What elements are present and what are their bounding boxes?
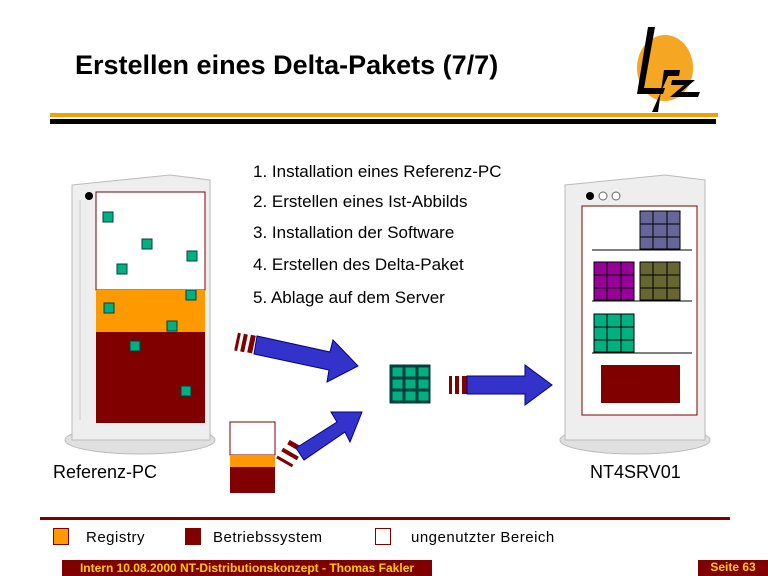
server-icon — [559, 174, 711, 455]
footer-text: Intern 10.08.2000 NT-Distributionskonzep… — [62, 560, 432, 576]
legend-registry: Registry — [86, 529, 146, 546]
delta-package-icon — [389, 364, 431, 404]
reference-pc-icon — [64, 174, 216, 455]
page-number: Seite 63 — [698, 560, 768, 576]
reference-pc-label: Referenz-PC — [53, 462, 158, 482]
step-3: 3. Installation der Software — [253, 223, 455, 242]
legend-unused: ungenutzter Bereich — [411, 529, 555, 546]
server-label: NT4SRV01 — [590, 462, 681, 482]
title-rule-orange — [50, 113, 718, 117]
legend-os: Betriebssystem — [213, 529, 323, 546]
step-1: 1. Installation eines Referenz-PC — [253, 162, 502, 181]
slide-title: Erstellen eines Delta-Pakets (7/7) — [75, 50, 499, 80]
step-5: 5. Ablage auf dem Server — [253, 288, 445, 307]
legend-swatch-registry — [53, 528, 69, 545]
image-snapshot-icon — [229, 421, 276, 493]
title-rule-black — [50, 119, 716, 124]
lrz-logo — [637, 27, 700, 112]
arrow-right-icon — [449, 364, 553, 406]
step-4: 4. Erstellen des Delta-Paket — [253, 255, 464, 274]
arrow-upper-icon — [234, 332, 359, 383]
step-2: 2. Erstellen eines Ist-Abbilds — [253, 192, 468, 211]
arrow-lower-icon — [276, 411, 363, 468]
footer-rule — [40, 517, 730, 520]
legend-swatch-unused — [375, 528, 391, 545]
legend-swatch-os — [185, 528, 201, 545]
